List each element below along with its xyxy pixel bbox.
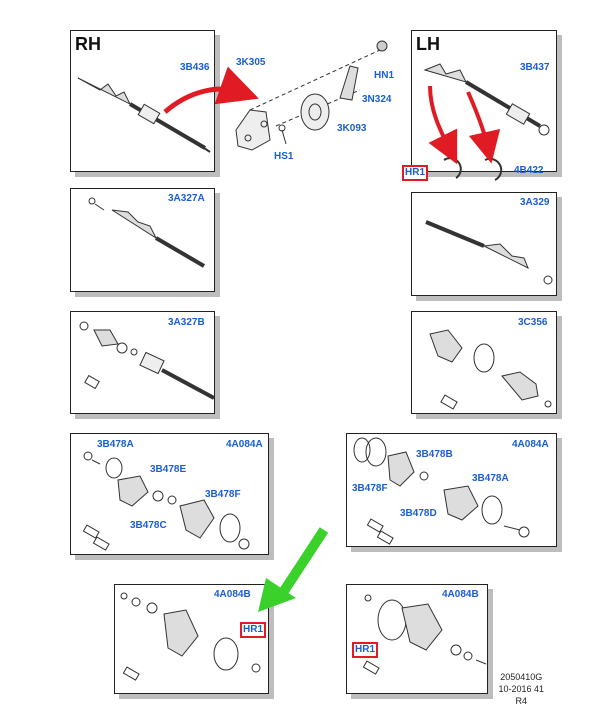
label-3b478a-right: 3B478A (472, 473, 509, 484)
label-3b478c: 3B478C (130, 520, 167, 531)
lh-driveshaft-drawing (423, 63, 550, 136)
drawing-date: 10-2016 41 (498, 684, 544, 694)
label-3a327b: 3A327B (168, 317, 205, 328)
label-3b478b: 3B478B (416, 449, 453, 460)
label-hn1: HN1 (374, 70, 395, 81)
label-4b422: 4B422 (514, 165, 544, 176)
shaft-3a329-drawing (425, 220, 553, 285)
red-arrow-icon (163, 66, 259, 114)
clip-ring-drawing (484, 157, 503, 181)
label-hr1-bottom-left: HR1 (240, 622, 267, 638)
red-arrow-icon (428, 85, 458, 165)
panel-3a327a (70, 188, 215, 292)
label-3b436: 3B436 (180, 62, 210, 73)
label-3n324: 3N324 (362, 94, 392, 105)
label-3b478f-left: 3B478F (205, 489, 241, 500)
shaft-3a327b-drawing (79, 321, 215, 400)
label-3b478e: 3B478E (150, 464, 187, 475)
drawing-revision: R4 (515, 696, 527, 706)
label-4a084a-left: 4A084A (226, 439, 263, 450)
shaft-3a327a-drawing (88, 197, 206, 268)
boot-kit-right-drawing (353, 437, 530, 545)
label-3a327a: 3A327A (168, 193, 205, 204)
label-hr1-top: HR1 (402, 165, 429, 181)
rh-driveshaft-drawing (77, 77, 211, 153)
boot-kit-b-right-drawing (362, 594, 487, 675)
red-arrow-icon (466, 91, 501, 164)
label-4a084b-left: 4A084B (214, 589, 251, 600)
label-3b478f-right: 3B478F (352, 483, 388, 494)
lh-header: LH (416, 34, 440, 54)
boot-kit-left-drawing (82, 451, 250, 551)
label-3b478d: 3B478D (400, 508, 437, 519)
label-3c356: 3C356 (518, 317, 548, 328)
drawing-reference: 2050410G 10-2016 41 R4 (498, 671, 544, 707)
label-4a084b-right: 4A084B (442, 589, 479, 600)
panel-rh-header (70, 30, 215, 172)
boot-kit-b-left-drawing (120, 592, 261, 681)
label-3b437: 3B437 (520, 62, 550, 73)
label-3k093: 3K093 (337, 123, 367, 134)
rh-header: RH (75, 34, 101, 54)
snap-ring-drawing (443, 157, 462, 179)
label-4a084a-right: 4A084A (512, 439, 549, 450)
green-arrow-icon (258, 527, 329, 612)
label-3k305: 3K305 (236, 57, 266, 68)
label-hr1-bottom-right: HR1 (352, 642, 379, 658)
label-3b478a-left: 3B478A (97, 439, 134, 450)
label-hs1: HS1 (274, 151, 294, 162)
joint-3c356-drawing (429, 329, 552, 410)
label-3a329: 3A329 (520, 197, 550, 208)
panel-4a084a-left (70, 433, 269, 555)
drawing-number: 2050410G (500, 672, 543, 682)
bearing-bracket-drawing (235, 40, 388, 151)
